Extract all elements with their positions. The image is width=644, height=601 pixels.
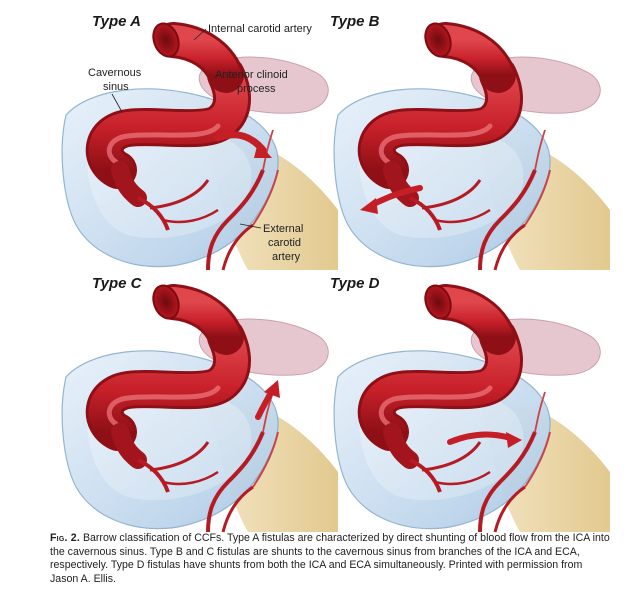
caption-text: Barrow classification of CCFs. Type A fi…: [50, 532, 610, 585]
panel-title-d: Type D: [330, 275, 380, 292]
panel-title-c: Type C: [92, 275, 143, 292]
panel-type-a: [62, 20, 338, 270]
label-internal-carotid-artery: Internal carotid artery: [208, 23, 312, 35]
panel-type-b: [334, 20, 610, 270]
figure-caption: Fig. 2. Barrow classification of CCFs. T…: [50, 532, 610, 586]
label-cavernous-sinus-2: sinus: [103, 81, 129, 93]
panel-title-b: Type B: [330, 13, 380, 30]
panel-type-c: [62, 282, 338, 532]
panel-type-d: [334, 282, 610, 532]
label-anterior-clinoid-2: process: [237, 83, 276, 95]
label-cavernous-sinus-1: Cavernous: [88, 67, 142, 79]
label-external-carotid-1: External: [263, 223, 303, 235]
label-external-carotid-2: carotid: [268, 237, 301, 249]
label-anterior-clinoid-1: Anterior clinoid: [215, 69, 288, 81]
panel-title-a: Type A: [92, 13, 141, 30]
figure-label: Fig. 2.: [50, 532, 80, 544]
label-external-carotid-3: artery: [272, 251, 301, 263]
shunt-arrow-d: [447, 431, 513, 445]
